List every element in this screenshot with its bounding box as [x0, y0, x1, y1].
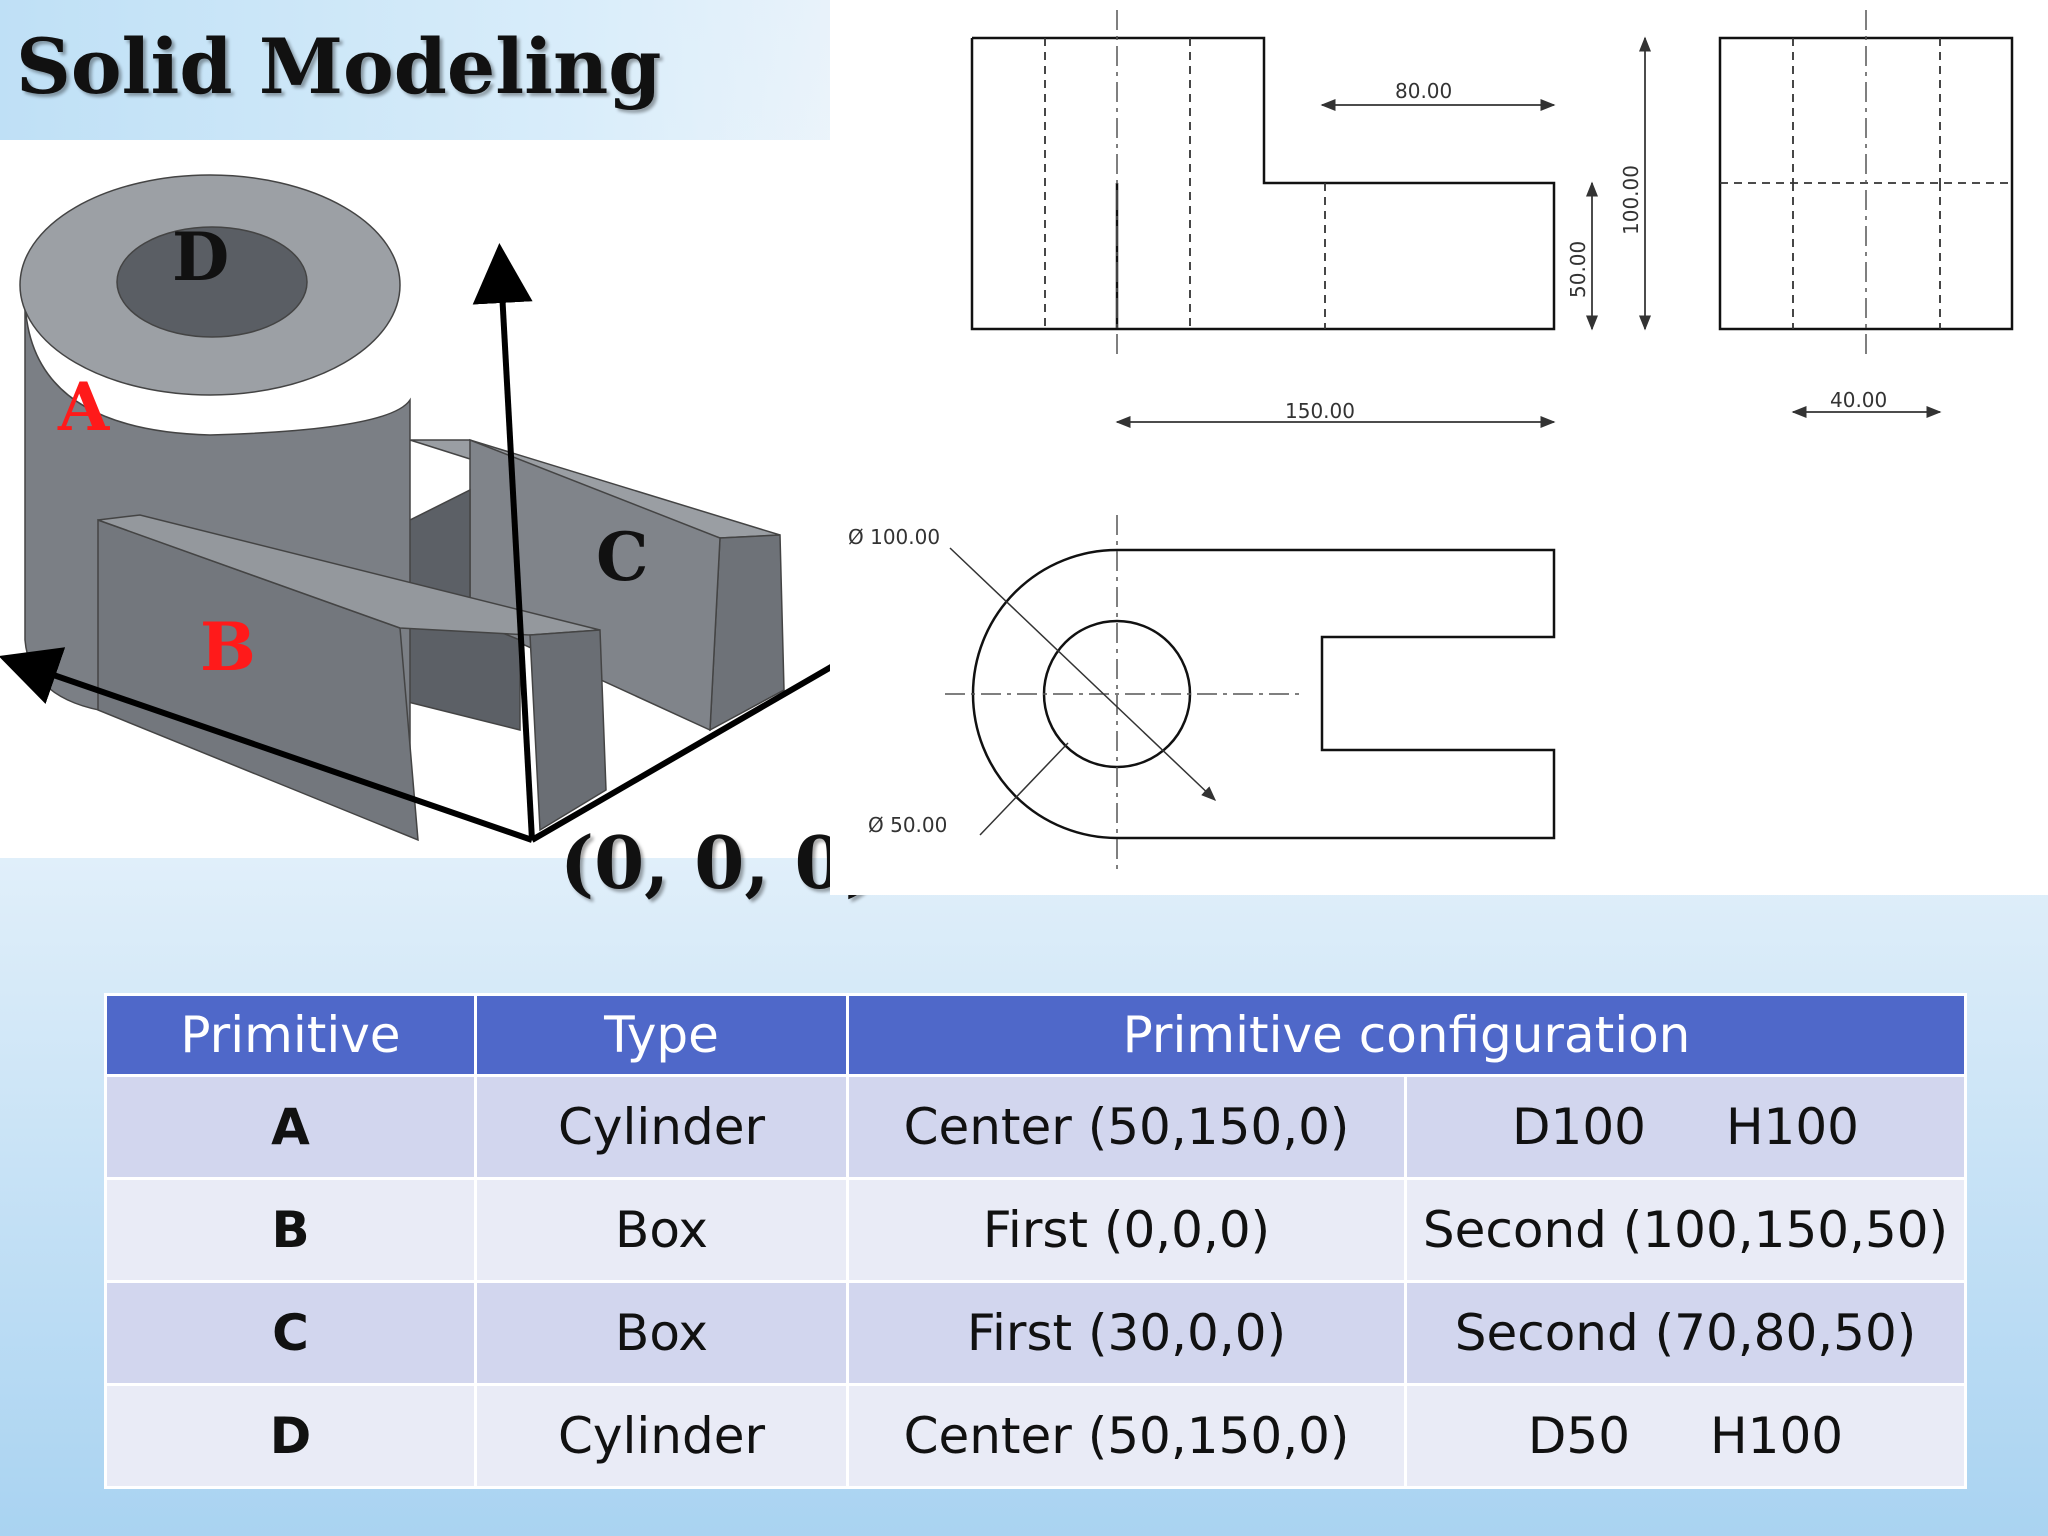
- front-view-outline: [970, 36, 1556, 331]
- z-axis-arrow: [472, 243, 535, 841]
- isometric-view-panel: A B C D: [0, 140, 906, 858]
- dia-leader-100: [949, 547, 1217, 802]
- hole-d: [116, 226, 308, 338]
- row-type: Cylinder: [474, 1383, 849, 1489]
- row-type: Box: [474, 1280, 849, 1386]
- row-config-2: D100 H100: [1403, 1074, 1968, 1180]
- slide-title: Solid Modeling: [16, 22, 662, 111]
- row-primitive-id: A: [104, 1074, 477, 1180]
- row-primitive-id: B: [104, 1177, 477, 1283]
- label-c: C: [596, 518, 649, 596]
- label-b: B: [200, 608, 256, 686]
- header-primitive: Primitive: [104, 993, 477, 1077]
- top-view-outline: [971, 548, 1556, 840]
- dim-50: 50.00: [1566, 241, 1590, 298]
- block-b-side: [529, 629, 607, 832]
- table-row: B Box First (0,0,0) Second (100,150,50): [104, 1177, 1968, 1283]
- dim-dia-50: Ø 50.00: [868, 813, 947, 837]
- row-config-1: Center (50,150,0): [846, 1383, 1407, 1489]
- label-d: D: [172, 218, 229, 296]
- row-type: Box: [474, 1177, 849, 1283]
- row-primitive-id: C: [104, 1280, 477, 1386]
- x-axis-arrow: [0, 647, 533, 843]
- primitive-table: Primitive Type Primitive configuration A…: [104, 993, 1968, 1489]
- table-header-row: Primitive Type Primitive configuration: [104, 993, 1968, 1077]
- orthographic-drawing-panel: 80.00 150.00 50.00 100.00 40.00 Ø 100.00…: [830, 0, 2048, 895]
- row-config-height: H100: [1710, 1407, 1844, 1465]
- dim-dia-100: Ø 100.00: [848, 525, 940, 549]
- row-config-1: First (0,0,0): [846, 1177, 1407, 1283]
- dim-150: 150.00: [1285, 399, 1355, 423]
- row-config-diameter: D100: [1512, 1098, 1646, 1156]
- row-primitive-id: D: [104, 1383, 477, 1489]
- table-row: C Box First (30,0,0) Second (70,80,50): [104, 1280, 1968, 1386]
- origin-label: (0, 0, 0): [560, 820, 879, 905]
- orthographic-views: 80.00 150.00 50.00 100.00 40.00 Ø 100.00…: [848, 10, 2014, 870]
- row-config-1: Center (50,150,0): [846, 1074, 1407, 1180]
- dia-leader-50: [979, 742, 1069, 836]
- table-row: A Cylinder Center (50,150,0) D100 H100: [104, 1074, 1968, 1180]
- row-config-2: Second (100,150,50): [1403, 1177, 1968, 1283]
- row-config-diameter: D50: [1527, 1407, 1631, 1465]
- row-type: Cylinder: [474, 1074, 849, 1180]
- dim-100: 100.00: [1619, 165, 1643, 235]
- dim-80: 80.00: [1395, 79, 1452, 103]
- header-type: Type: [474, 993, 849, 1077]
- label-a: A: [57, 368, 110, 446]
- table-row: D Cylinder Center (50,150,0) D50 H100: [104, 1383, 1968, 1489]
- isometric-solid-drawing: A B C D: [0, 174, 906, 843]
- row-config-2: D50 H100: [1403, 1383, 1968, 1489]
- row-config-2: Second (70,80,50): [1403, 1280, 1968, 1386]
- title-band: [0, 0, 830, 140]
- row-config-height: H100: [1725, 1098, 1859, 1156]
- row-config-1: First (30,0,0): [846, 1280, 1407, 1386]
- dim-40: 40.00: [1830, 388, 1887, 412]
- header-config: Primitive configuration: [845, 993, 1968, 1077]
